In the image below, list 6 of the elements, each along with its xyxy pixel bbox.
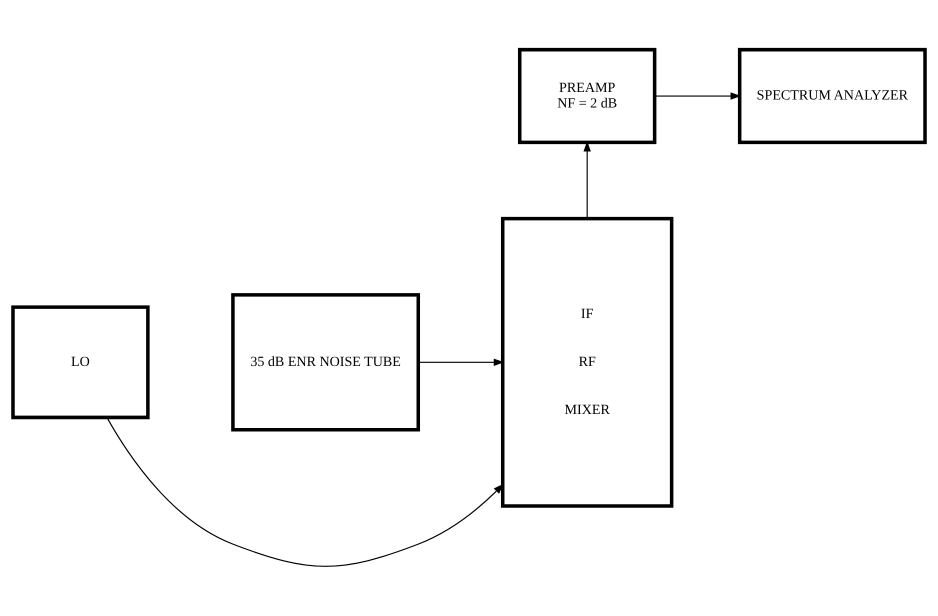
node-box: 35 dB ENR NOISE TUBE bbox=[231, 293, 420, 432]
node-box: PREAMP NF = 2 dB bbox=[518, 48, 656, 144]
node-box: IF RF MIXER bbox=[500, 216, 674, 508]
node-box: LO bbox=[11, 305, 150, 420]
arrow bbox=[106, 417, 504, 567]
node-box: SPECTRUM ANALYZER bbox=[738, 48, 927, 144]
